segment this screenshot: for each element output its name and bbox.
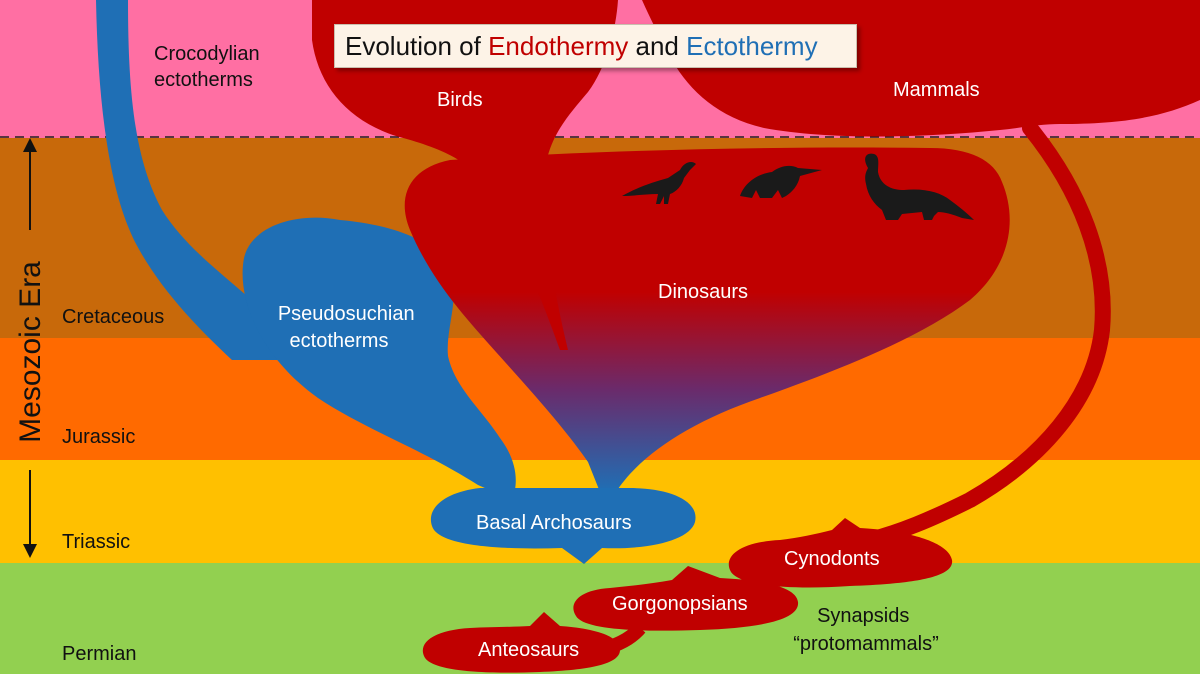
title-endothermy: Endothermy <box>488 30 629 61</box>
gorgonopsians-blob <box>573 566 799 631</box>
mammal-stem-line <box>862 120 1111 548</box>
title-prefix: Evolution of <box>345 30 489 61</box>
cynodonts-label: Cynodonts <box>784 548 880 570</box>
basal-archosaurs-label: Basal Archosaurs <box>476 512 632 534</box>
crocodylian-label-line-2: ectotherms <box>154 69 253 91</box>
synapsids-label-line-1: Synapsids <box>817 605 909 627</box>
synapsids-label: Synapsids “protomammals” <box>793 605 939 655</box>
dinosaurs-blob <box>404 147 1010 492</box>
title-ectothermy: Ectothermy <box>686 30 818 61</box>
crocodylian-label-line-1: Crocodylian <box>154 43 260 65</box>
era-arrow-down-icon <box>23 544 37 558</box>
triceratops-silhouette-icon <box>740 165 822 198</box>
synapsids-label-line-2: “protomammals” <box>793 633 939 655</box>
crocodylian-label: Crocodylian ectotherms <box>154 43 265 91</box>
sauropod-silhouette-icon <box>865 153 974 220</box>
mammals-label: Mammals <box>893 79 980 101</box>
theropod-silhouette-icon <box>622 162 696 204</box>
pseudosuchian-label-line-2: ectotherms <box>290 330 389 352</box>
pseudosuchian-label: Pseudosuchian ectotherms <box>278 303 420 352</box>
birds-label: Birds <box>437 89 483 111</box>
birds-blob <box>312 0 618 350</box>
basal-archosaurs-blob <box>430 488 696 564</box>
period-label-permian: Permian <box>62 643 136 665</box>
crocodylian-branch <box>96 0 298 360</box>
era-label: Mesozoic Era <box>14 261 47 443</box>
period-label-cretaceous: Cretaceous <box>62 306 164 328</box>
diagram-title: Evolution of Endothermy and Ectothermy <box>334 24 857 68</box>
era-arrow-up-icon <box>23 138 37 152</box>
pseudosuchian-label-line-1: Pseudosuchian <box>278 303 415 325</box>
gorgonopsians-label: Gorgonopsians <box>612 593 748 615</box>
title-middle: and <box>628 30 687 61</box>
period-label-jurassic: Jurassic <box>62 426 135 448</box>
anteosaurs-label: Anteosaurs <box>478 639 579 661</box>
anteosaurs-blob <box>422 612 620 673</box>
dinosaurs-label: Dinosaurs <box>658 281 748 303</box>
cynodonts-blob <box>728 518 953 588</box>
period-label-triassic: Triassic <box>62 531 130 553</box>
